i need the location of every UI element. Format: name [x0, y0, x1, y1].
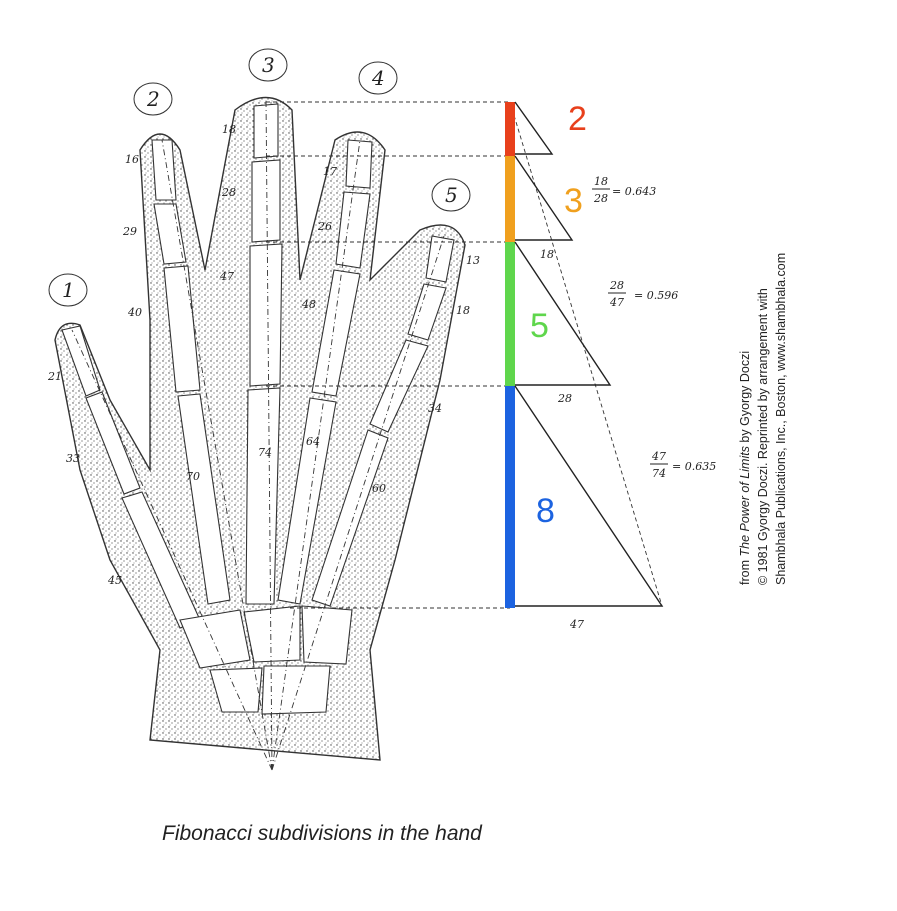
- finger-labels: 1 2 3 4 5: [48, 48, 471, 307]
- svg-text:28: 28: [557, 392, 572, 405]
- svg-text:4: 4: [371, 66, 385, 90]
- svg-text:74: 74: [652, 467, 666, 480]
- svg-text:5: 5: [445, 183, 458, 207]
- svg-text:1: 1: [62, 278, 75, 302]
- svg-text:60: 60: [372, 482, 386, 495]
- svg-text:28: 28: [593, 192, 608, 205]
- svg-text:18: 18: [222, 123, 236, 136]
- svg-text:29: 29: [122, 225, 137, 238]
- fib-segment-3: [505, 156, 515, 242]
- svg-text:26: 26: [317, 220, 332, 233]
- fib-segment-5: [505, 242, 515, 386]
- finger-label-3: 3: [248, 48, 288, 82]
- svg-text:33: 33: [66, 452, 80, 465]
- finger-label-2: 2: [133, 82, 173, 116]
- finger-label-4: 4: [358, 61, 398, 95]
- svg-text:47: 47: [569, 618, 584, 631]
- ratio-3: 47 74 = 0.635: [650, 450, 716, 480]
- svg-text:18: 18: [456, 304, 470, 317]
- svg-text:64: 64: [306, 435, 320, 448]
- credit-line-1: from The Power of Limits by Gyorgy Doczi: [738, 350, 752, 585]
- svg-text:13: 13: [466, 254, 480, 267]
- svg-text:47: 47: [609, 296, 624, 309]
- fib-segment-8: [505, 386, 515, 608]
- hand-bones: [61, 103, 455, 715]
- svg-text:47: 47: [219, 270, 234, 283]
- fib-number-5: 5: [530, 307, 549, 345]
- svg-text:16: 16: [125, 153, 139, 166]
- proportion-triangles: [514, 101, 664, 607]
- credit-line-3: Shambhala Publications, Inc., Boston, ww…: [774, 252, 788, 585]
- ratio-annotations: 18 28 = 0.643 28 47 = 0.596 47 74 = 0.63…: [592, 175, 716, 480]
- svg-text:18: 18: [594, 175, 608, 188]
- svg-text:47: 47: [651, 450, 666, 463]
- svg-text:34: 34: [428, 402, 442, 415]
- radial-dashed-lines: [71, 99, 445, 771]
- fibonacci-numbers: 2 3 5 8: [530, 100, 587, 530]
- fib-number-2: 2: [568, 100, 587, 138]
- bone-length-labels: 16 18 17 13 29 28 26 18 21 47 48 40 34 7…: [47, 123, 480, 587]
- fibonacci-bar: [505, 102, 515, 608]
- ratio-2: 28 47 = 0.596: [608, 279, 678, 309]
- svg-text:48: 48: [301, 298, 316, 311]
- ratio-1: 18 28 = 0.643: [592, 175, 656, 205]
- triangle-base-labels: 18 28 47: [540, 248, 584, 631]
- fib-number-8: 8: [536, 492, 555, 530]
- svg-text:= 0.635: = 0.635: [672, 460, 716, 473]
- finger-label-5: 5: [431, 178, 471, 212]
- svg-text:21: 21: [47, 370, 62, 383]
- svg-text:18: 18: [540, 248, 554, 261]
- credit-line-2: © 1981 Gyorgy Doczi. Reprinted by arrang…: [756, 288, 770, 585]
- figure-caption: Fibonacci subdivisions in the hand: [162, 822, 482, 845]
- svg-text:70: 70: [186, 470, 200, 483]
- svg-text:45: 45: [107, 574, 122, 587]
- svg-text:2: 2: [146, 87, 160, 111]
- fib-segment-2: [505, 102, 515, 156]
- svg-text:3: 3: [262, 53, 275, 77]
- svg-text:= 0.643: = 0.643: [612, 185, 656, 198]
- svg-text:28: 28: [221, 186, 236, 199]
- svg-text:28: 28: [609, 279, 624, 292]
- svg-text:= 0.596: = 0.596: [634, 289, 678, 302]
- svg-text:74: 74: [258, 446, 272, 459]
- svg-text:17: 17: [323, 165, 337, 178]
- fib-number-3: 3: [564, 182, 583, 220]
- svg-text:40: 40: [127, 306, 142, 319]
- finger-label-1: 1: [48, 273, 88, 307]
